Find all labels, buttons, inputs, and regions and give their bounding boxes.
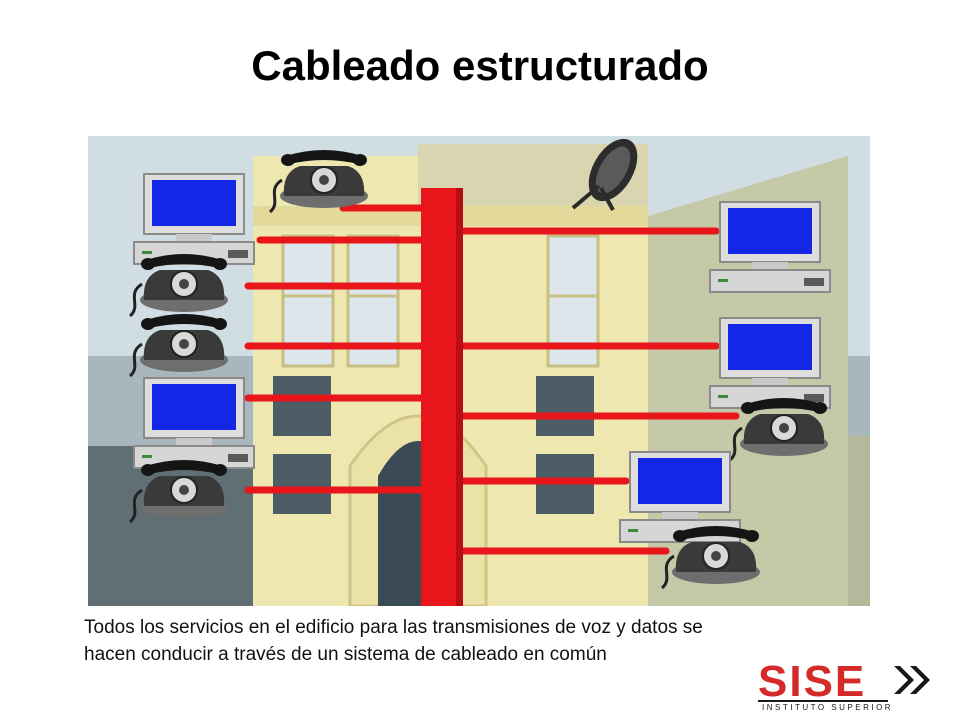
satellite-dish-icon — [571, 138, 638, 211]
caption-line-2: hacen conducir a través de un sistema de… — [84, 644, 607, 665]
computer-icon — [709, 317, 831, 409]
logo-tagline: INSTITUTO SUPERIOR — [762, 703, 893, 712]
computer-icon — [133, 173, 255, 265]
computer-icon — [133, 377, 255, 469]
slide-title: Cableado estructurado — [251, 42, 709, 89]
slide-caption: Todos los servicios en el edificio para … — [84, 614, 874, 668]
horizontal-cables — [244, 204, 740, 555]
caption-line-1: Todos los servicios en el edificio para … — [84, 617, 703, 638]
computer-icon — [709, 201, 831, 293]
logo-wordmark: SISE — [758, 657, 866, 706]
sise-logo: SISE INSTITUTO SUPERIOR — [758, 657, 930, 712]
structured-cabling-illustration — [88, 136, 870, 606]
chevron-right-icon — [894, 666, 930, 694]
